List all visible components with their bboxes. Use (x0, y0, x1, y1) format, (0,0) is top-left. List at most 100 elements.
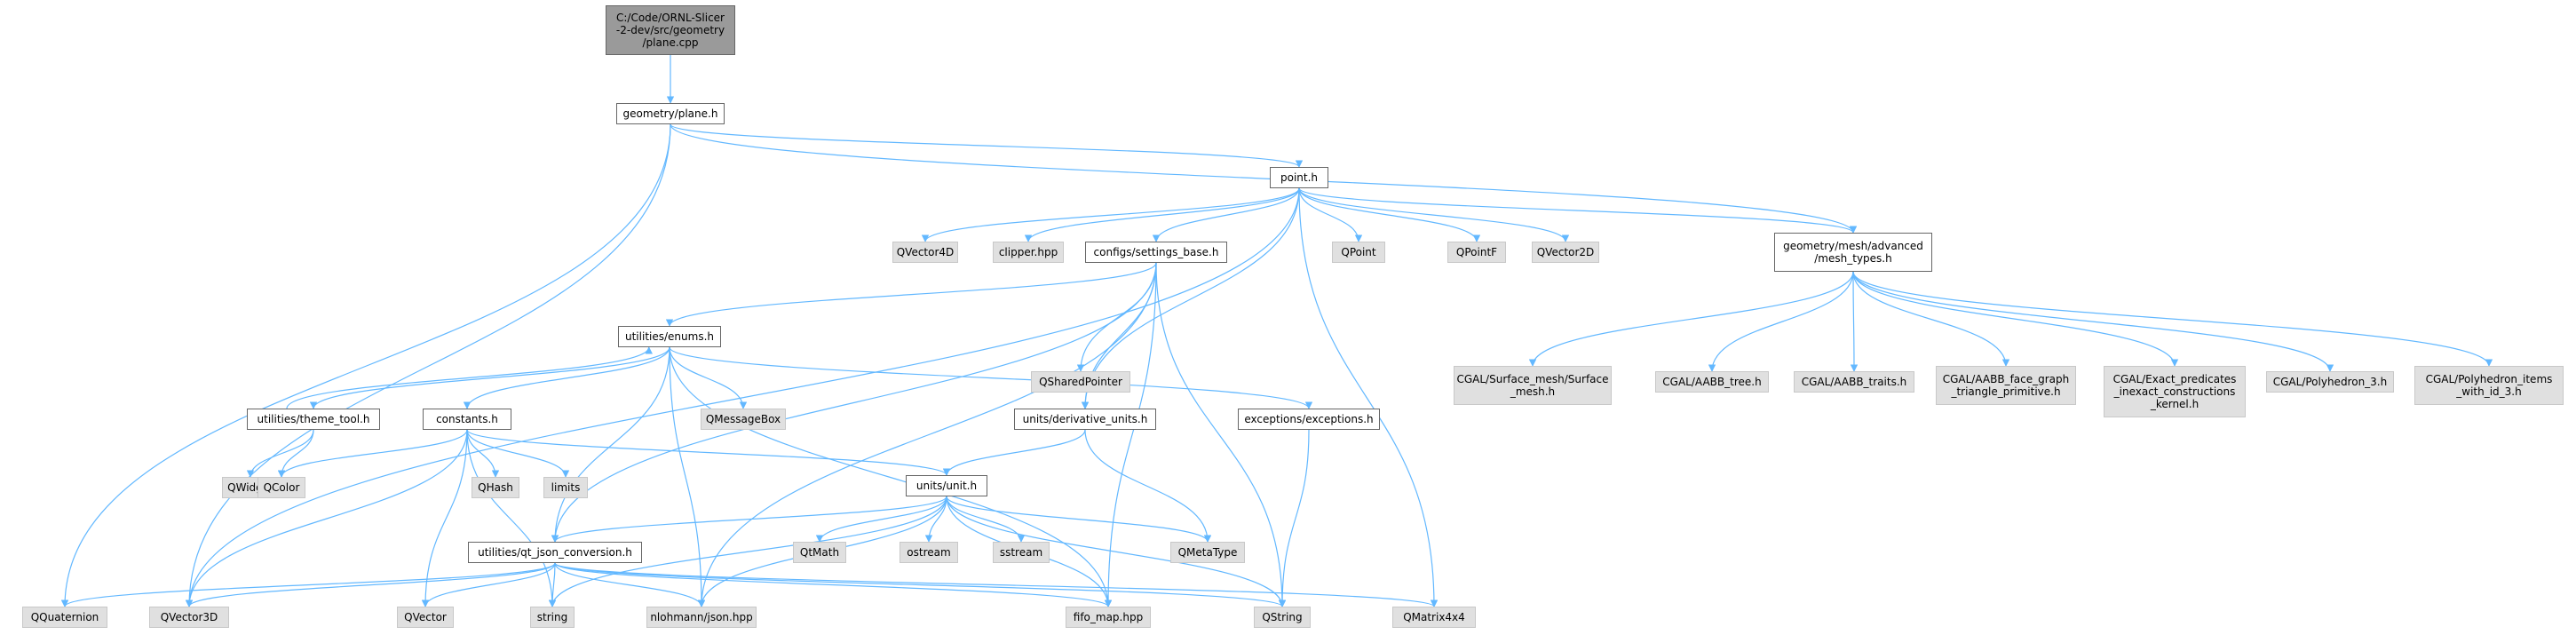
node-qcolor: QColor (258, 477, 305, 498)
edge-settings-base-h-to-qstring (1155, 262, 1287, 607)
node-cgal-exact: CGAL/Exact_predicates _inexact_construct… (2104, 366, 2246, 417)
node-unit-h[interactable]: units/unit.h (906, 475, 987, 496)
node-qmatrix4x4: QMatrix4x4 (1392, 607, 1476, 628)
edge-constants-h-to-unit-h (466, 429, 951, 476)
node-derivative-units-h[interactable]: units/derivative_units.h (1014, 409, 1156, 430)
edge-unit-h-to-qstring (946, 496, 1287, 607)
edge-point-h-to-qmatrix4x4 (1298, 187, 1439, 607)
node-cgal-aabb-face: CGAL/AABB_face_graph _triangle_primitive… (1936, 366, 2076, 405)
edge-qt-json-h-to-qvector3d (185, 562, 556, 607)
edge-settings-base-h-to-qt-json-h (551, 262, 1157, 543)
edge-unit-h-to-qtmath (815, 496, 947, 543)
edge-enums-h-to-qmessagebox (669, 346, 748, 409)
edge-plane-h-to-qquaternion (60, 123, 671, 607)
edge-point-h-to-qvector3d (185, 187, 1300, 607)
edge-settings-base-h-to-json-hpp (697, 262, 1157, 607)
edge-plane-h-to-qvector3d (185, 123, 671, 607)
node-qvector3d: QVector3D (149, 607, 229, 628)
node-qvector4d: QVector4D (892, 242, 958, 263)
node-qvector2d: QVector2D (1532, 242, 1599, 263)
edge-point-h-to-derivative-units-h (1081, 187, 1300, 409)
edge-theme-tool-h-to-qwidget (246, 429, 314, 478)
node-cgal-surface-mesh: CGAL/Surface_mesh/Surface _mesh.h (1454, 366, 1612, 405)
edge-point-h-to-settings-base-h (1152, 187, 1300, 242)
edge-enums-h-to-fifo-map (669, 346, 1113, 607)
edge-enums-h-to-qt-json-h (551, 346, 670, 543)
edge-plane-h-to-point-h (670, 123, 1303, 168)
edge-qt-json-h-to-fifo-map (554, 562, 1113, 607)
node-plane-h[interactable]: geometry/plane.h (616, 103, 725, 124)
edge-plane-h-to-mesh-types-h (670, 123, 1858, 234)
node-cgal-aabb-traits: CGAL/AABB_traits.h (1794, 371, 1914, 393)
node-qstring: QString (1254, 607, 1311, 628)
edge-theme-tool-h-to-qcolor (277, 429, 314, 478)
edge-mesh-types-h-to-cgal-aabb-face (1852, 271, 2010, 367)
node-qsharedpointer: QSharedPointer (1031, 371, 1130, 393)
edge-qt-json-h-to-qquaternion (60, 562, 556, 607)
edge-enums-h-to-json-hpp (669, 346, 706, 607)
edge-qt-json-h-to-json-hpp (554, 562, 706, 607)
edge-constants-h-to-string (466, 429, 557, 607)
node-cgal-polyhedron-items: CGAL/Polyhedron_items _with_id_3.h (2414, 366, 2564, 405)
edge-constants-h-to-qvector (421, 429, 468, 607)
node-cgal-aabb-tree: CGAL/AABB_tree.h (1655, 371, 1769, 393)
node-qtmath: QtMath (793, 542, 846, 563)
node-ostream: ostream (900, 542, 958, 563)
node-qpoint: QPoint (1332, 242, 1385, 263)
edge-qt-json-h-to-qvector (421, 562, 556, 607)
edge-derivative-units-h-to-unit-h (942, 429, 1086, 476)
node-clipper: clipper.hpp (993, 242, 1064, 263)
edge-enums-h-to-exceptions-h (669, 346, 1313, 409)
node-qhash: QHash (472, 477, 519, 498)
edge-mesh-types-h-to-cgal-surface-mesh (1528, 271, 1854, 367)
edge-settings-base-h-to-fifo-map (1104, 262, 1157, 607)
edge-point-h-to-qvector2d (1298, 187, 1570, 242)
node-constants-h[interactable]: constants.h (423, 409, 511, 430)
edge-settings-base-h-to-qsharedpointer (1076, 262, 1157, 372)
node-theme-tool-h[interactable]: utilities/theme_tool.h (247, 409, 380, 430)
edge-point-h-to-clipper (1024, 187, 1300, 242)
edge-constants-h-to-qcolor (277, 429, 468, 478)
edge-unit-h-to-qmetatype (946, 496, 1212, 543)
edge-mesh-types-h-to-cgal-polyhedron-items (1852, 271, 2493, 367)
edge-qt-json-h-to-qmatrix4x4 (554, 562, 1438, 607)
edge-theme-tool-h-to-enums-h (286, 346, 653, 409)
node-qmessagebox: QMessageBox (701, 409, 786, 430)
edge-point-h-to-qpointf (1298, 187, 1481, 242)
node-qpointf: QPointF (1447, 242, 1506, 263)
edge-mesh-types-h-to-cgal-polyhedron (1852, 271, 2334, 372)
edge-qt-json-h-to-qstring (554, 562, 1286, 607)
edge-mesh-types-h-to-cgal-aabb-traits (1850, 271, 1859, 372)
node-root[interactable]: C:/Code/ORNL-Slicer -2-dev/src/geometry … (606, 5, 735, 55)
edge-point-h-to-qvector4d (921, 187, 1300, 242)
edge-enums-h-to-theme-tool-h (309, 346, 670, 409)
node-settings-base-h[interactable]: configs/settings_base.h (1085, 242, 1227, 263)
edge-point-h-to-mesh-types-h (1298, 187, 1858, 234)
node-point-h[interactable]: point.h (1270, 167, 1328, 188)
edge-mesh-types-h-to-cgal-exact (1852, 271, 2179, 367)
node-fifo-map: fifo_map.hpp (1066, 607, 1151, 628)
edge-exceptions-h-to-qstring (1278, 429, 1310, 607)
node-enums-h[interactable]: utilities/enums.h (618, 326, 721, 347)
node-qt-json-h[interactable]: utilities/qt_json_conversion.h (468, 542, 642, 563)
node-limits: limits (543, 477, 588, 498)
node-qvector: QVector (397, 607, 454, 628)
edge-constants-h-to-limits (466, 429, 570, 478)
node-cgal-polyhedron: CGAL/Polyhedron_3.h (2266, 371, 2394, 393)
node-mesh-types-h[interactable]: geometry/mesh/advanced /mesh_types.h (1774, 233, 1932, 272)
node-sstream: sstream (993, 542, 1050, 563)
edge-settings-base-h-to-enums-h (665, 262, 1157, 327)
node-exceptions-h[interactable]: exceptions/exceptions.h (1238, 409, 1380, 430)
node-qmetatype: QMetaType (1170, 542, 1245, 563)
edge-point-h-to-qpoint (1298, 187, 1363, 242)
edge-unit-h-to-sstream (946, 496, 1026, 543)
edge-mesh-types-h-to-cgal-aabb-tree (1708, 271, 1854, 372)
edge-derivative-units-h-to-qmetatype (1084, 429, 1212, 543)
edge-constants-h-to-qhash (466, 429, 500, 478)
edge-unit-h-to-qt-json-h (551, 496, 947, 543)
node-qquaternion: QQuaternion (22, 607, 107, 628)
edge-constants-h-to-qvector3d (185, 429, 468, 607)
edge-enums-h-to-constants-h (463, 346, 670, 409)
